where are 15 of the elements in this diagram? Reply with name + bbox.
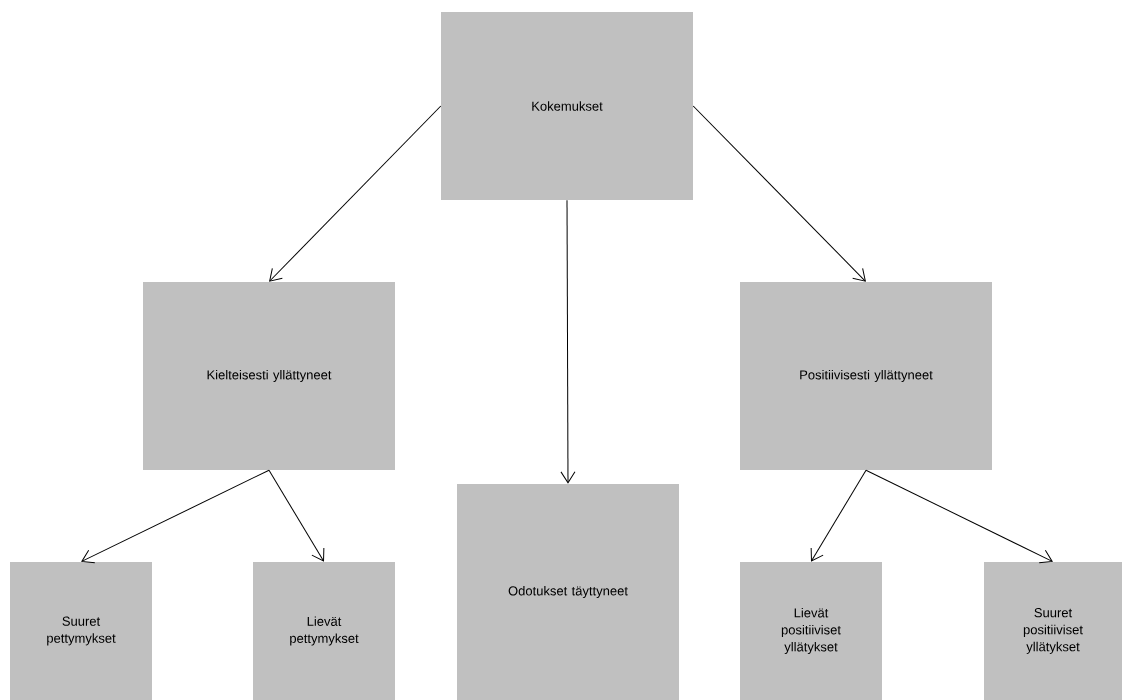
arrow xyxy=(692,105,866,282)
process-box: Lievät positiiviset yllätykset xyxy=(740,562,882,700)
process-box: Lievät pettymykset xyxy=(253,562,395,700)
arrow xyxy=(560,199,576,484)
arrow xyxy=(865,469,1053,564)
arrow xyxy=(81,469,270,564)
arrow xyxy=(268,469,325,562)
arrow xyxy=(810,469,867,562)
process-box: Suuret pettymykset xyxy=(10,562,152,700)
process-box: Suuret positiiviset yllätykset xyxy=(984,562,1122,700)
process-box: Odotukset täyttyneet xyxy=(457,484,679,700)
arrow xyxy=(269,105,442,282)
process-box: Kielteisesti yllättyneet xyxy=(143,282,395,470)
process-box: Positiivisesti yllättyneet xyxy=(740,282,992,470)
process-box: Kokemukset xyxy=(441,12,693,200)
